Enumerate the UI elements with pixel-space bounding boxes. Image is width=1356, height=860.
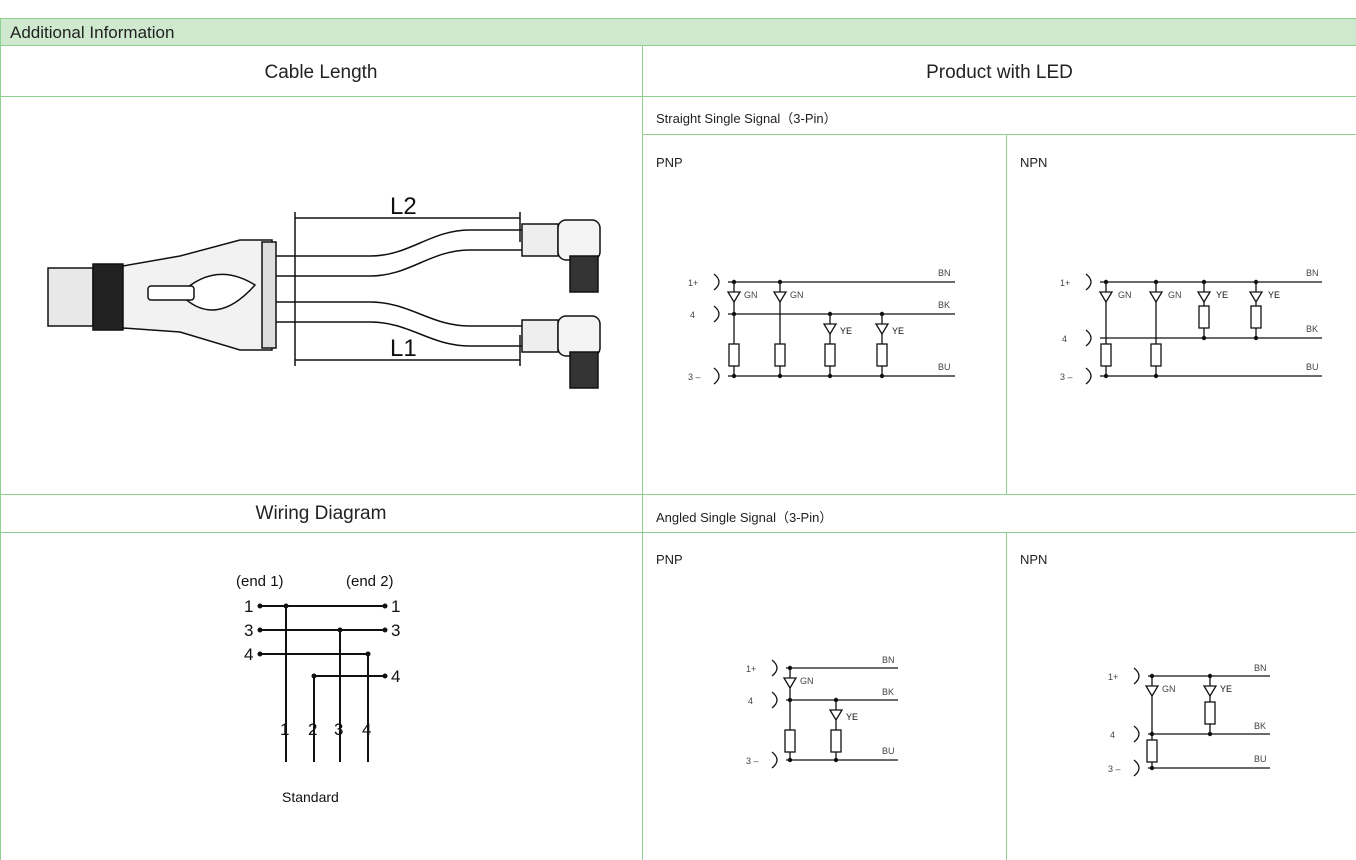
pin1-label: 1+ — [688, 278, 698, 288]
pin4-label: 4 — [748, 696, 753, 706]
bottom-pin-1: 1 — [280, 720, 289, 739]
ye-label: YE — [892, 326, 904, 336]
bk-label: BK — [1254, 721, 1266, 731]
bn-label: BN — [1254, 663, 1267, 673]
right-pin-1: 1 — [391, 597, 400, 616]
end1-label: (end 1) — [236, 573, 284, 590]
angled-signal-label: Angled Single Signal（3-Pin） — [656, 510, 833, 525]
straight-pnp-circuit: 1+ 4 3 – BN BK BU GN GN YE YE — [688, 268, 955, 385]
wiring-diagram: (end 1) (end 2) 1 3 4 1 3 4 1 2 3 4 Stan… — [236, 573, 400, 805]
product-led-title: Product with LED — [926, 62, 1073, 83]
bu-label: BU — [882, 746, 895, 756]
wiring-diagram-title: Wiring Diagram — [255, 503, 387, 524]
pin1-label: 1+ — [1108, 672, 1118, 682]
table-border-left — [0, 46, 1, 860]
bn-label: BN — [882, 655, 895, 665]
pin3-label: 3 – — [1108, 764, 1121, 774]
npn-label-straight: NPN — [1020, 155, 1048, 170]
bu-label: BU — [1254, 754, 1267, 764]
bottom-pin-3: 3 — [334, 720, 343, 739]
pin3-label: 3 – — [1060, 372, 1073, 382]
section-title: Additional Information — [10, 23, 175, 42]
pnp-label-angled: PNP — [656, 552, 683, 567]
npn-label-angled: NPN — [1020, 552, 1048, 567]
gn-label: GN — [744, 290, 758, 300]
bu-label: BU — [1306, 362, 1319, 372]
section-header-bar — [0, 18, 1356, 46]
gn-label: GN — [1168, 290, 1182, 300]
bn-label: BN — [1306, 268, 1319, 278]
angled-pnp-circuit: 1+ 4 3 – BN BK BU GN YE — [746, 655, 898, 769]
y-cable-drawing: L2 L1 — [47, 193, 601, 389]
pin1-label: 1+ — [746, 664, 756, 674]
row-divider-angled — [0, 532, 1356, 533]
pin1-label: 1+ — [1060, 278, 1070, 288]
ye-label: YE — [1216, 290, 1228, 300]
bk-label: BK — [938, 300, 950, 310]
right-pin-4: 4 — [391, 667, 400, 686]
bu-label: BU — [938, 362, 951, 372]
ye-label: YE — [1220, 684, 1232, 694]
row-divider-titles — [0, 96, 1356, 97]
bottom-pin-2: 2 — [308, 720, 317, 739]
end2-label: (end 2) — [346, 573, 394, 590]
pin3-label: 3 – — [688, 372, 701, 382]
row-divider-straight — [643, 134, 1356, 135]
bk-label: BK — [882, 687, 894, 697]
left-pin-3: 3 — [244, 621, 253, 640]
bk-label: BK — [1306, 324, 1318, 334]
left-pin-1: 1 — [244, 597, 253, 616]
pin4-label: 4 — [690, 310, 695, 320]
column-divider — [642, 46, 643, 860]
wiring-caption: Standard — [282, 789, 339, 805]
straight-npn-circuit: 1+ 4 3 – BN BK BU GN GN YE YE — [1060, 268, 1322, 385]
ye-label: YE — [846, 712, 858, 722]
l2-dimension-label: L2 — [390, 193, 417, 220]
gn-label: GN — [790, 290, 804, 300]
row-divider-middle — [0, 494, 1356, 495]
ye-label: YE — [840, 326, 852, 336]
pin4-label: 4 — [1062, 334, 1067, 344]
angled-npn-circuit: 1+ 4 3 – BN BK BU GN YE — [1108, 663, 1270, 777]
pin3-label: 3 – — [746, 756, 759, 766]
subcolumn-divider-bottom — [1006, 532, 1007, 860]
cable-length-title: Cable Length — [264, 62, 378, 83]
bottom-pin-4: 4 — [362, 720, 371, 739]
gn-label: GN — [800, 676, 814, 686]
l1-dimension-label: L1 — [390, 335, 417, 362]
pnp-label-straight: PNP — [656, 155, 683, 170]
gn-label: GN — [1118, 290, 1132, 300]
subcolumn-divider-top — [1006, 134, 1007, 494]
straight-signal-label: Straight Single Signal（3-Pin） — [656, 111, 837, 126]
pin4-label: 4 — [1110, 730, 1115, 740]
ye-label: YE — [1268, 290, 1280, 300]
gn-label: GN — [1162, 684, 1176, 694]
left-pin-4: 4 — [244, 645, 253, 664]
right-pin-3: 3 — [391, 621, 400, 640]
bn-label: BN — [938, 268, 951, 278]
